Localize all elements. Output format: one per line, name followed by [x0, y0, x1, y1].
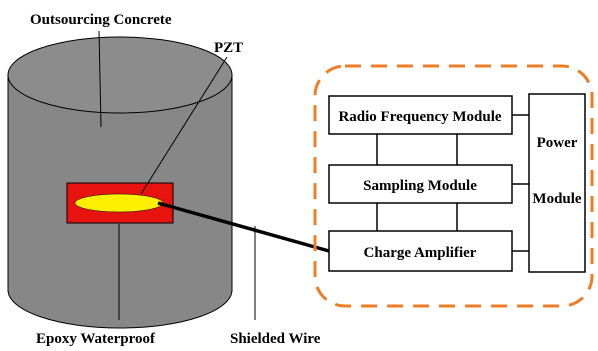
cylinder-top — [7, 36, 233, 114]
label-shielded-wire: Shielded Wire — [230, 331, 321, 347]
sampling-module-box — [328, 164, 513, 204]
power-module-box — [528, 93, 586, 273]
charge-amplifier-box — [328, 230, 513, 272]
shielded-wire — [157, 201, 330, 253]
label-charge-amplifier: Charge Amplifier — [364, 245, 477, 261]
module-enclosure — [313, 64, 594, 308]
label-pzt: PZT — [214, 40, 243, 56]
label-sampling-module: Sampling Module — [363, 178, 477, 194]
label-epoxy-waterproof: Epoxy Waterproof — [36, 331, 156, 347]
pointer-pzt — [140, 56, 228, 195]
label-power: Power — [537, 135, 578, 151]
pointer-concrete — [98, 30, 102, 128]
label-radio-frequency-module: Radio Frequency Module — [338, 109, 501, 125]
pzt-disc — [74, 193, 164, 213]
radio-frequency-module-box — [328, 95, 513, 135]
label-module: Module — [532, 191, 582, 207]
label-outsourcing-concrete: Outsourcing Concrete — [30, 12, 172, 28]
module-connectors — [376, 114, 529, 252]
